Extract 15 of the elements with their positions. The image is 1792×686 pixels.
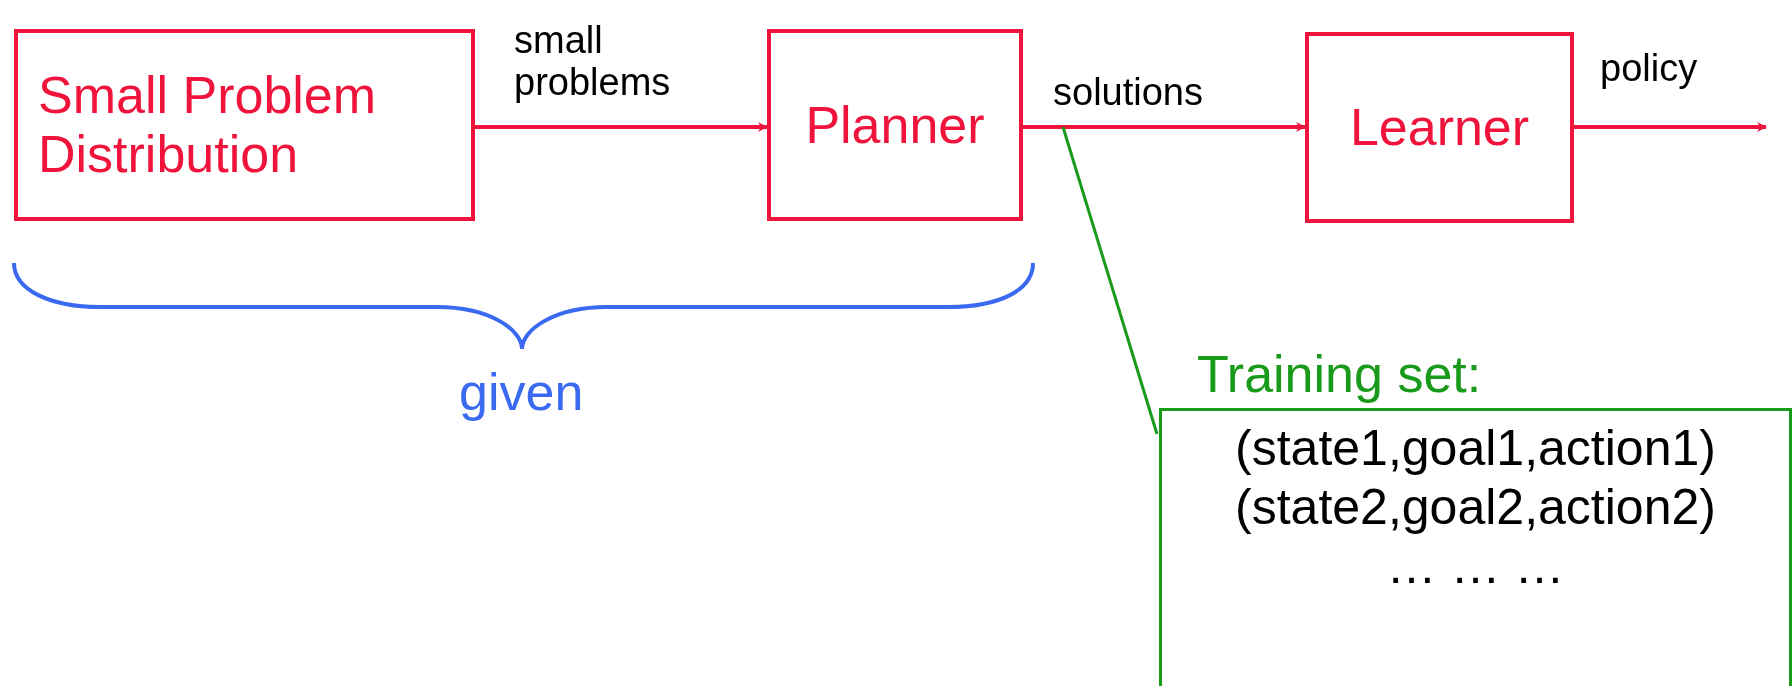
training-example: (state2,goal2,action2) — [1234, 478, 1717, 537]
training-example: … … … — [1385, 537, 1566, 596]
brace-label: given — [459, 364, 584, 422]
training-set-heading: Training set: — [1197, 346, 1482, 404]
arrow — [1023, 122, 1306, 132]
arrow — [1574, 122, 1767, 132]
arrow — [475, 122, 768, 132]
process-box — [1305, 32, 1574, 223]
training-example: (state1,goal1,action1) — [1234, 419, 1717, 478]
process-box — [767, 29, 1023, 221]
leader-line — [1061, 126, 1159, 435]
box-label: Small Problem Distribution — [38, 66, 378, 184]
box-label: Planner — [805, 95, 985, 155]
process-box — [14, 29, 475, 221]
box-label: Learner — [1349, 98, 1530, 157]
